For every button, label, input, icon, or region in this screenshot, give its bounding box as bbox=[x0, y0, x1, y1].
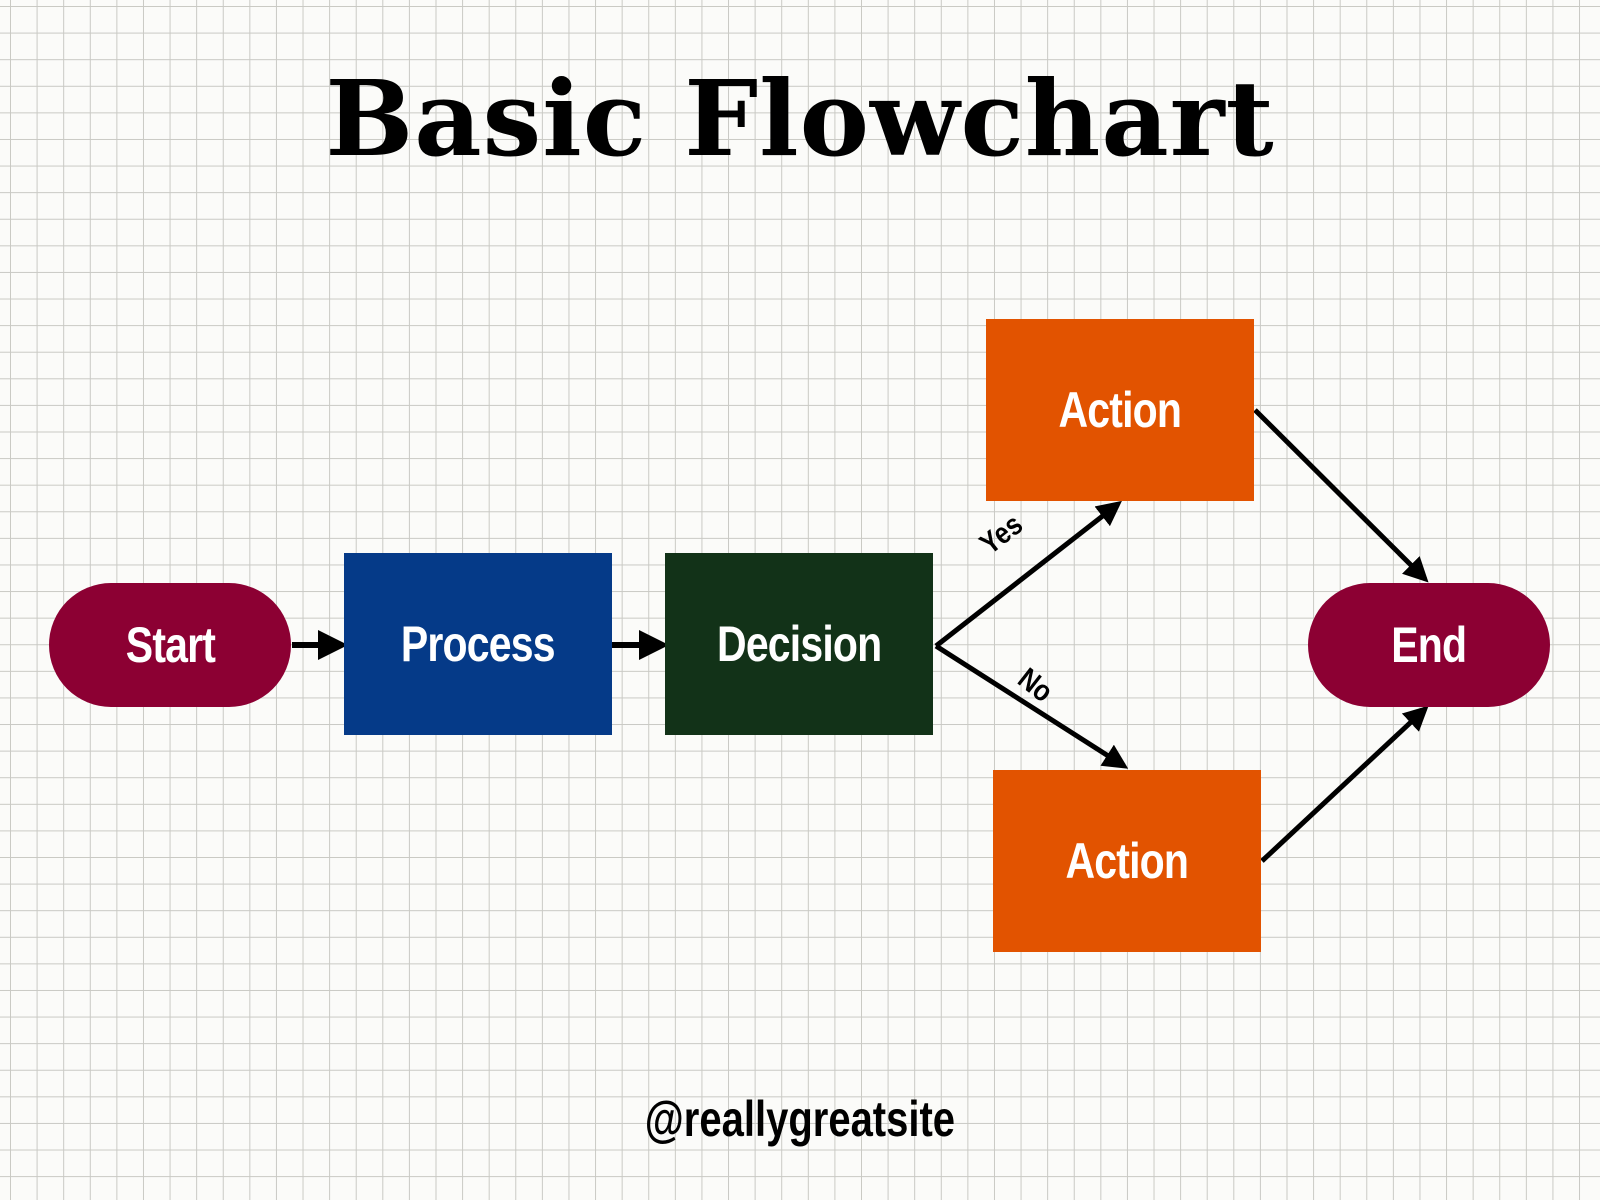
process-node: Process bbox=[344, 553, 612, 735]
action-node-no-label: Action bbox=[1065, 833, 1189, 889]
decision-node-label: Decision bbox=[716, 616, 882, 672]
footer-handle-text: @reallygreatsite bbox=[644, 1091, 956, 1147]
end-node: End bbox=[1308, 583, 1550, 707]
start-node-label: Start bbox=[125, 617, 215, 673]
page-title: Basic Flowchart bbox=[325, 57, 1275, 180]
process-node-label: Process bbox=[401, 616, 556, 672]
start-node: Start bbox=[49, 583, 291, 707]
arrow-action-bottom-to-end bbox=[1260, 705, 1429, 863]
arrow-decision-to-action-yes bbox=[934, 500, 1122, 648]
footer-handle: @reallygreatsite bbox=[0, 1090, 1600, 1148]
action-node-yes-label: Action bbox=[1058, 382, 1182, 438]
decision-node: Decision bbox=[665, 553, 933, 735]
action-node-no: Action bbox=[993, 770, 1261, 952]
action-node-yes: Action bbox=[986, 319, 1254, 501]
end-node-label: End bbox=[1391, 617, 1468, 673]
arrow-decision-to-action-no bbox=[934, 643, 1129, 769]
arrow-action-top-to-end bbox=[1253, 408, 1429, 583]
